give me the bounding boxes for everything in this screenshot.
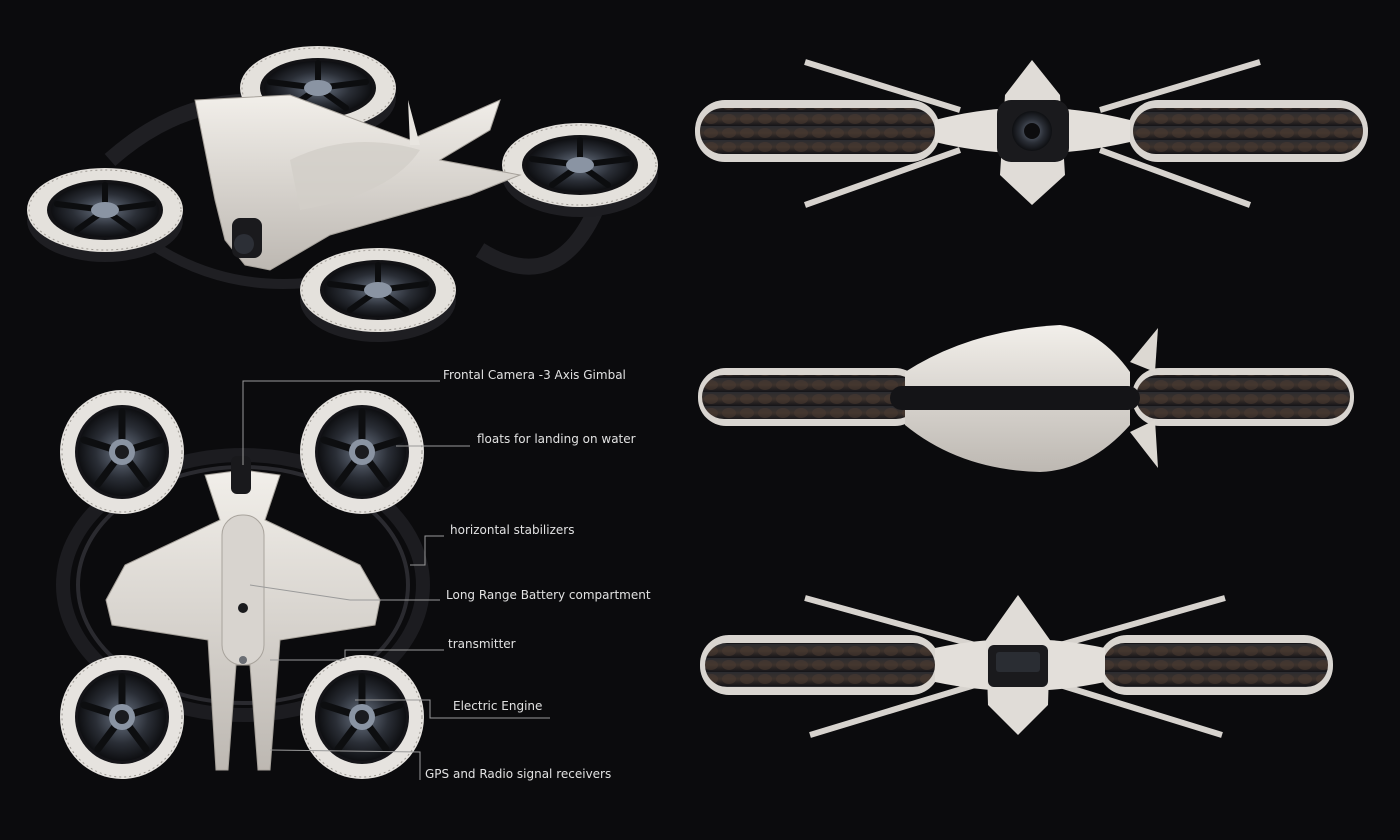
wheel-icon	[502, 123, 658, 217]
label-floats: floats for landing on water	[477, 432, 636, 446]
wheel-icon	[60, 390, 184, 514]
camera-gimbal-icon	[231, 456, 251, 494]
wheel-icon	[300, 390, 424, 514]
leader-lines	[242, 380, 550, 780]
top-view	[56, 390, 430, 779]
front-view	[695, 59, 1368, 208]
side-view	[698, 325, 1354, 472]
label-battery-compartment: Long Range Battery compartment	[446, 588, 651, 602]
rear-view	[700, 595, 1333, 738]
wheel-icon	[27, 168, 183, 262]
perspective-view	[27, 46, 658, 342]
label-gps-radio-receivers: GPS and Radio signal receivers	[425, 767, 612, 781]
label-transmitter: transmitter	[448, 637, 516, 651]
wheel-icon	[60, 655, 184, 779]
wheel-icon	[300, 655, 424, 779]
label-horizontal-stabilizers: horizontal stabilizers	[450, 523, 575, 537]
label-frontal-camera: Frontal Camera -3 Axis Gimbal	[443, 368, 626, 382]
label-electric-engine: Electric Engine	[453, 699, 543, 713]
wheel-icon	[300, 248, 456, 342]
